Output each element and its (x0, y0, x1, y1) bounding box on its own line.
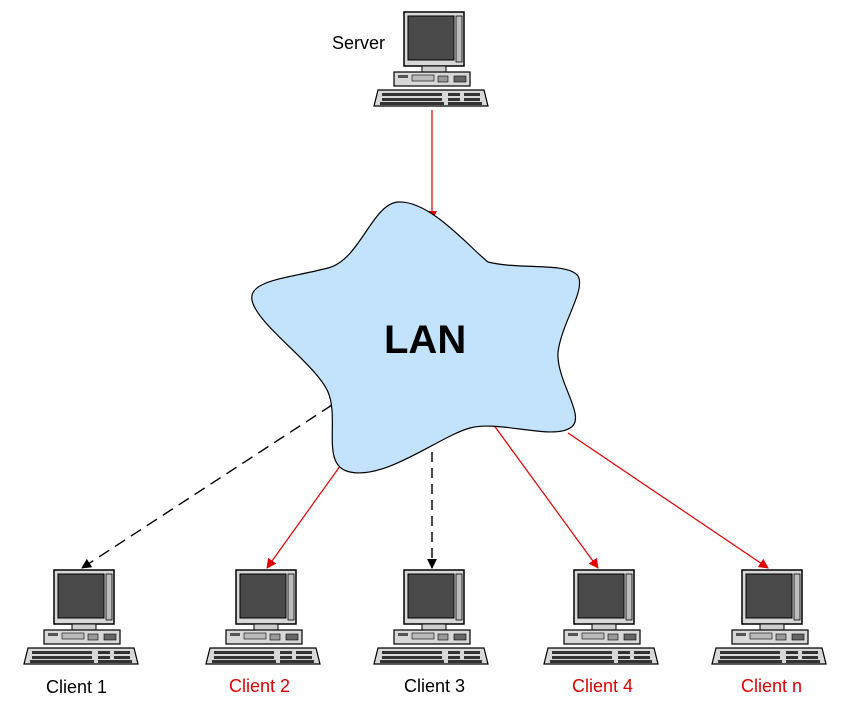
client-3-computer-icon (373, 569, 489, 665)
client-4-label: Client 4 (572, 676, 634, 696)
client-3-label: Client 3 (404, 676, 466, 696)
lan-cloud (251, 201, 581, 474)
client-4-computer-icon (543, 569, 659, 665)
client-2-label: Client 2 (229, 676, 291, 696)
link-lan-client-2 (266, 461, 344, 569)
client-n-label: Client n (741, 676, 803, 696)
link-lan-client-n (567, 432, 769, 569)
link-lan-client-4 (492, 423, 599, 569)
client-1-computer-icon (23, 569, 139, 665)
server-label: Server (332, 33, 386, 53)
server-computer-icon (373, 11, 489, 107)
client-n-computer-icon (711, 569, 827, 665)
lan-label: LAN (384, 318, 467, 362)
client-2-computer-icon (205, 569, 321, 665)
link-lan-client-1 (81, 404, 333, 569)
client-1-label: Client 1 (46, 677, 108, 697)
